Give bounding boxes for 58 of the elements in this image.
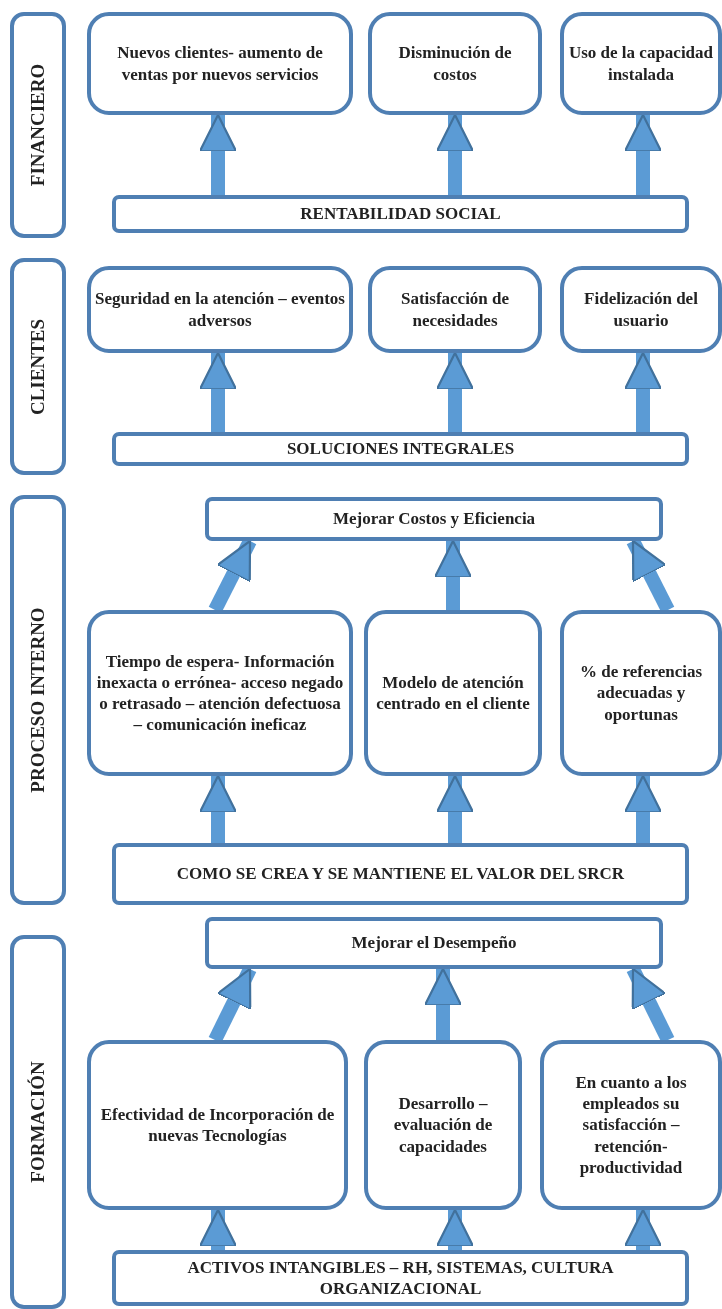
strategy-bar bbox=[205, 917, 663, 969]
objective-box bbox=[87, 610, 353, 776]
box-text: COMO SE CREA Y SE MANTIENE EL VALOR DEL SRCR bbox=[175, 863, 626, 885]
objective-box bbox=[364, 1040, 522, 1210]
block-arrow bbox=[435, 774, 475, 843]
objective-box bbox=[87, 1040, 348, 1210]
box-text: Seguridad en la atención – eventos adversos bbox=[94, 288, 346, 331]
objective-box bbox=[368, 12, 542, 115]
box-text: RENTABILIDAD SOCIAL bbox=[299, 203, 502, 225]
box-text: Mejorar Costos y Eficiencia bbox=[331, 508, 537, 530]
block-arrow bbox=[198, 774, 238, 843]
box-text: Satisfacción de necesidades bbox=[399, 288, 511, 331]
block-arrow bbox=[623, 351, 663, 432]
objective-box bbox=[368, 266, 542, 353]
box-text: Mejorar el Desempeño bbox=[350, 932, 518, 954]
block-arrow bbox=[435, 1208, 475, 1250]
box-text: Tiempo de espera- Información inexacta o errónea- acceso negado o retrasado – atención defectuosa – comunicación ineficaz bbox=[95, 650, 345, 736]
objective-box bbox=[560, 610, 722, 776]
perspective-band bbox=[10, 258, 66, 475]
box-text: Efectividad de Incorporación de nuevas Tecnologías bbox=[99, 1103, 336, 1147]
box-text: Disminución de costos bbox=[397, 42, 513, 85]
strategy-bar bbox=[112, 195, 689, 233]
objective-box bbox=[560, 266, 722, 353]
box-text: Modelo de atención centrado en el cliente bbox=[375, 671, 531, 715]
block-arrow bbox=[198, 351, 238, 432]
block-arrow bbox=[423, 967, 463, 1040]
objective-box bbox=[560, 12, 722, 115]
objective-box bbox=[364, 610, 542, 776]
block-arrow bbox=[623, 1208, 663, 1250]
perspective-band bbox=[10, 12, 66, 238]
perspective-label: FINANCIERO bbox=[26, 63, 50, 187]
perspective-label: PROCESO INTERNO bbox=[26, 607, 50, 793]
objective-box bbox=[87, 266, 353, 353]
block-arrow bbox=[623, 113, 663, 195]
perspective-band bbox=[10, 495, 66, 905]
strategy-bar bbox=[112, 1250, 689, 1306]
perspective-label: CLIENTES bbox=[26, 318, 50, 415]
box-text: Fidelización del usuario bbox=[583, 288, 699, 331]
block-arrow bbox=[435, 351, 475, 432]
block-arrow bbox=[433, 539, 473, 610]
box-text: % de referencias adecuadas y oportunas bbox=[578, 661, 704, 725]
strategy-bar bbox=[112, 843, 689, 905]
box-text: Nuevos clientes- aumento de ventas por nuevos servicios bbox=[116, 42, 324, 85]
box-text: Desarrollo – evaluación de capacidades bbox=[392, 1093, 494, 1157]
box-text: En cuanto a los empleados su satisfacción – retención- productividad bbox=[574, 1071, 688, 1179]
block-arrow bbox=[435, 113, 475, 195]
perspective-label: FORMACIÓN bbox=[26, 1061, 50, 1183]
objective-box bbox=[540, 1040, 722, 1210]
objective-box bbox=[87, 12, 353, 115]
block-arrow bbox=[198, 113, 238, 195]
block-arrow bbox=[623, 774, 663, 843]
box-text: SOLUCIONES INTEGRALES bbox=[285, 438, 516, 460]
block-arrow bbox=[198, 1208, 238, 1250]
strategy-bar bbox=[112, 432, 689, 466]
box-text: Uso de la capacidad instalada bbox=[567, 42, 714, 85]
perspective-band bbox=[10, 935, 66, 1309]
strategy-bar bbox=[205, 497, 663, 541]
box-text: ACTIVOS INTANGIBLES – RH, SISTEMAS, CULTURA ORGANIZACIONAL bbox=[186, 1256, 615, 1300]
